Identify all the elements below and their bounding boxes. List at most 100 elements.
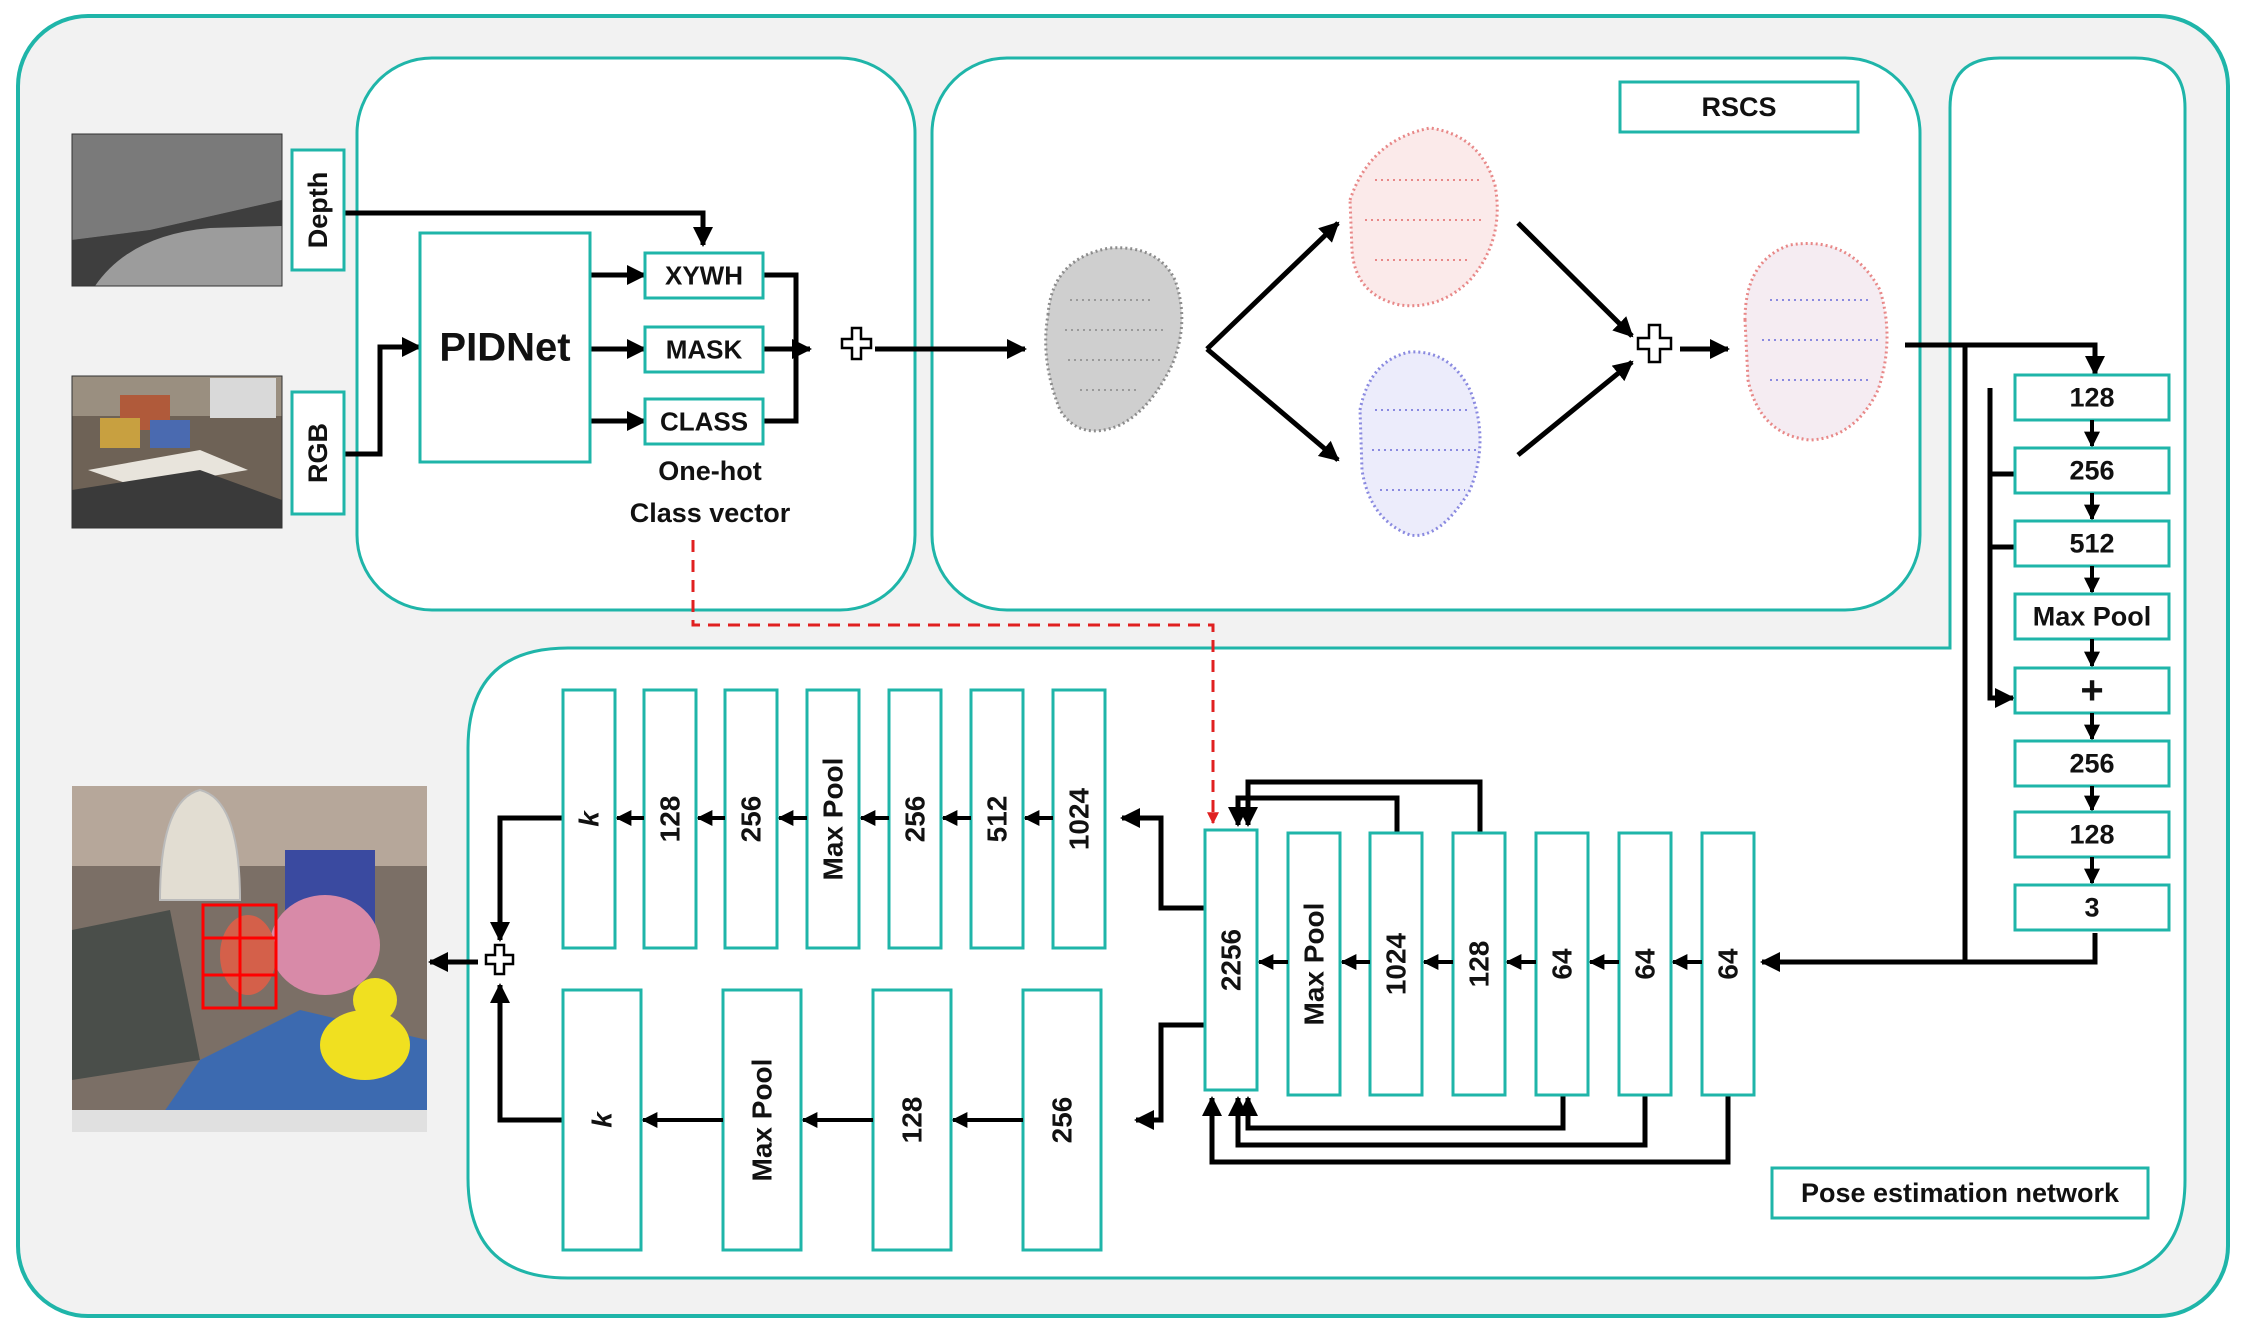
point-cloud-fused [1743, 242, 1889, 442]
global-block-2-label: 256 [2069, 456, 2114, 486]
encoder-block-3: 64 [1534, 831, 1590, 1097]
global-block-4-label: Max Pool [2033, 602, 2152, 632]
global-block-8-label: 3 [2084, 893, 2099, 923]
global-branch-panel [466, 56, 2187, 1280]
decoder-top-block-1-frame [1051, 688, 1107, 950]
encoder-block-5: 1024 [1368, 831, 1424, 1097]
decoder-top-block-7: k [561, 688, 617, 950]
decoder-top-block-2-label: 512 [982, 796, 1013, 843]
global-block-8: 3 [2013, 883, 2171, 932]
encoder-block-1-frame [1700, 831, 1756, 1097]
decoder-top-block-2: 512 [969, 688, 1025, 950]
decoder-bottom-block-1-label: 256 [1047, 1097, 1078, 1144]
decoder-bottom-block-2-frame [871, 988, 953, 1252]
point-cloud-blue [1358, 350, 1482, 537]
rgb-image [71, 375, 283, 529]
encoder-block-6-frame [1286, 831, 1342, 1097]
decoder-bottom-block-4-frame [561, 988, 643, 1252]
global-block-2-frame [2013, 446, 2171, 495]
rgb-label: RGB [290, 390, 346, 516]
decoder-top-block-7-frame [561, 688, 617, 950]
global-fusion-plus: + [2013, 666, 2171, 715]
global-block-3-frame [2013, 519, 2171, 568]
decoder-bottom-block-2: 128 [871, 988, 953, 1252]
encoder-block-7: 2256 [1203, 828, 1259, 1092]
decoder-top-block-3: 256 [887, 688, 943, 950]
detector-output-class: CLASS [643, 397, 765, 446]
connectors [345, 210, 2105, 1165]
decoder-top-block-4-label: Max Pool [818, 758, 849, 881]
result-image [72, 786, 427, 1132]
detector-output-mask-frame [643, 325, 765, 374]
rscs-label-label: RSCS [1701, 92, 1776, 122]
decoder-bottom-block-4: k [561, 988, 643, 1252]
pose-network-label-label: Pose estimation network [1801, 1178, 2120, 1208]
detector-output-mask: MASK [643, 325, 765, 374]
class-note-line2: Class vector [630, 498, 791, 528]
decoder-top-block-4-frame [805, 688, 861, 950]
pidnet-block-label: PIDNet [439, 326, 570, 370]
decoder-top-block-1: 1024 [1051, 688, 1107, 950]
encoder-block-1-label: 64 [1713, 948, 1744, 980]
global-block-7: 128 [2013, 810, 2171, 859]
decoder-top-block-3-label: 256 [900, 796, 931, 843]
global-block-3-label: 512 [2069, 529, 2114, 559]
global-block-7-frame [2013, 810, 2171, 859]
global-block-1: 128 [2013, 373, 2171, 422]
rscs-label: RSCS [1618, 80, 1860, 134]
class-note-line1: One-hot [658, 456, 761, 486]
encoder-block-6: Max Pool [1286, 831, 1342, 1097]
global-block-8-frame [2013, 883, 2171, 932]
encoder-block-4-frame [1451, 831, 1507, 1097]
depth-image [71, 133, 283, 287]
global-block-4: Max Pool [2013, 592, 2171, 641]
decoder-top-block-6-frame [642, 688, 698, 950]
detector-output-xywh: XYWH [643, 251, 765, 300]
decoder-top-block-4: Max Pool [805, 688, 861, 950]
decoder-top-block-6-label: 128 [655, 796, 686, 843]
encoder-block-6-label: Max Pool [1299, 903, 1330, 1026]
global-block-1-label: 128 [2069, 383, 2114, 413]
global-fusion-plus-label: + [2080, 669, 2103, 713]
decoder-bottom-block-2-label: 128 [897, 1097, 928, 1144]
detector-output-class-label: CLASS [660, 407, 748, 437]
encoder-block-5-label: 1024 [1381, 932, 1412, 995]
global-block-6: 256 [2013, 739, 2171, 788]
decoder-top-block-5-label: 256 [736, 796, 767, 843]
pidnet-block-frame [418, 231, 592, 464]
encoder-block-4: 128 [1451, 831, 1507, 1097]
depth-label-label: Depth [303, 172, 333, 249]
rgb-label-frame [290, 390, 346, 516]
encoder-block-4-label: 128 [1464, 941, 1495, 988]
global-block-2: 256 [2013, 446, 2171, 495]
decoder-top-block-2-frame [969, 688, 1025, 950]
detector-output-mask-label: MASK [666, 335, 743, 365]
encoder-block-2: 64 [1617, 831, 1673, 1097]
decoder-top-block-7-label: k [574, 810, 605, 827]
pose-network-label: Pose estimation network [1770, 1166, 2150, 1220]
decoder-top-block-1-label: 1024 [1064, 787, 1095, 850]
global-block-7-label: 128 [2069, 820, 2114, 850]
decoder-top-block-6: 128 [642, 688, 698, 950]
depth-label-frame [290, 148, 346, 272]
decoder-bottom-block-3: Max Pool [721, 988, 803, 1252]
encoder-block-5-frame [1368, 831, 1424, 1097]
encoder-block-7-frame [1203, 828, 1259, 1092]
decoder-bottom-block-4-label: k [587, 1111, 618, 1128]
plus-junctions [484, 323, 1673, 976]
encoder-block-3-frame [1534, 831, 1590, 1097]
encoder-block-1: 64 [1700, 831, 1756, 1097]
pidnet-block: PIDNet [418, 231, 592, 464]
depth-label: Depth [290, 148, 346, 272]
class-vector-link [691, 540, 1219, 825]
decoder-bottom-block-1: 256 [1021, 988, 1103, 1252]
plus-icon-detector [840, 326, 873, 361]
encoder-block-7-label: 2256 [1216, 929, 1247, 991]
decoder-bottom-block-1-frame [1021, 988, 1103, 1252]
global-block-3: 512 [2013, 519, 2171, 568]
encoder-block-2-frame [1617, 831, 1673, 1097]
decoder-top-block-5-frame [723, 688, 779, 950]
decoder-top-block-5: 256 [723, 688, 779, 950]
pose-network-label-frame [1770, 1166, 2150, 1220]
